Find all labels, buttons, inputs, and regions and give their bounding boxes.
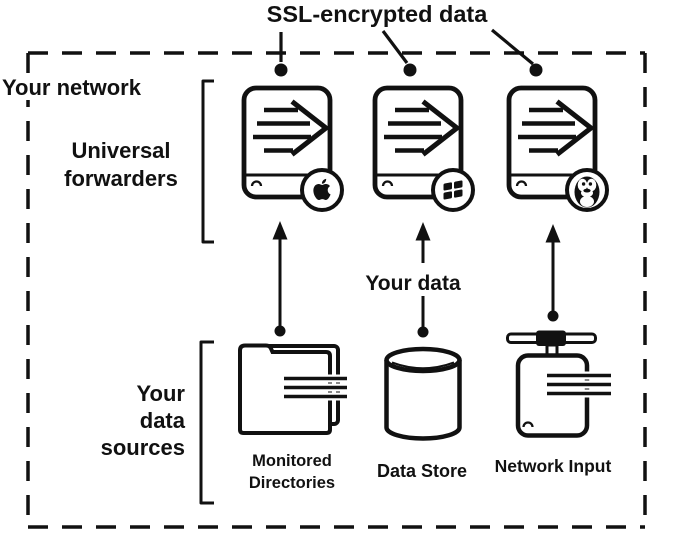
sources-label-line3: sources <box>101 435 185 460</box>
arrow-head-3 <box>545 224 561 243</box>
ssl-callout-lines <box>274 28 543 77</box>
network-label: Your network <box>2 75 142 100</box>
forwarders-label-line2: forwarders <box>64 166 178 191</box>
network-stream-lines <box>547 371 613 398</box>
ssl-callout-line-2 <box>381 30 409 64</box>
network-tap <box>536 330 566 346</box>
arrow-dot-2 <box>417 326 429 338</box>
linux-tux-icon <box>574 176 600 208</box>
arrow-dot-3 <box>547 310 559 322</box>
monitored-directories-label-line2: Directories <box>249 474 335 492</box>
sources-label-line2: data <box>140 408 186 433</box>
forwarder-linux <box>509 88 609 212</box>
ssl-title: SSL-encrypted data <box>267 1 489 27</box>
database-cylinder-icon <box>384 346 462 441</box>
network-boundary <box>26 51 647 529</box>
folder-stream-lines <box>284 374 349 401</box>
monitored-directories-label-line1: Monitored <box>252 452 332 470</box>
ssl-callout-dot-2 <box>403 63 417 77</box>
arrow-dot-1 <box>274 325 286 337</box>
sources-label-line1: Your <box>137 381 186 406</box>
device-light-icon <box>522 421 534 428</box>
forwarders-bracket <box>201 79 214 244</box>
network-label-mask <box>0 74 160 100</box>
cylinder-body <box>384 360 462 441</box>
windows-icon <box>443 180 463 200</box>
data-store-label: Data Store <box>377 461 467 481</box>
forwarder-windows <box>375 88 475 212</box>
sources-bracket <box>199 340 214 505</box>
ssl-callout-line-3 <box>490 28 535 66</box>
os-badge <box>431 168 475 212</box>
data-flow-arrows <box>272 221 561 338</box>
forwarders-label-line1: Universal <box>71 138 170 163</box>
ssl-callout-dot-1 <box>274 63 288 77</box>
apple-icon <box>313 178 331 201</box>
cylinder-inner-lip <box>391 361 455 370</box>
ssl-callout-dot-3 <box>529 63 543 77</box>
your-data-label: Your data <box>365 272 461 295</box>
network-device-icon <box>506 330 613 438</box>
folder-icon <box>238 343 349 435</box>
forwarder-apple <box>244 88 344 212</box>
arrow-head-2 <box>415 222 431 241</box>
arrow-head-1 <box>272 221 288 240</box>
network-input-label: Network Input <box>495 456 612 476</box>
